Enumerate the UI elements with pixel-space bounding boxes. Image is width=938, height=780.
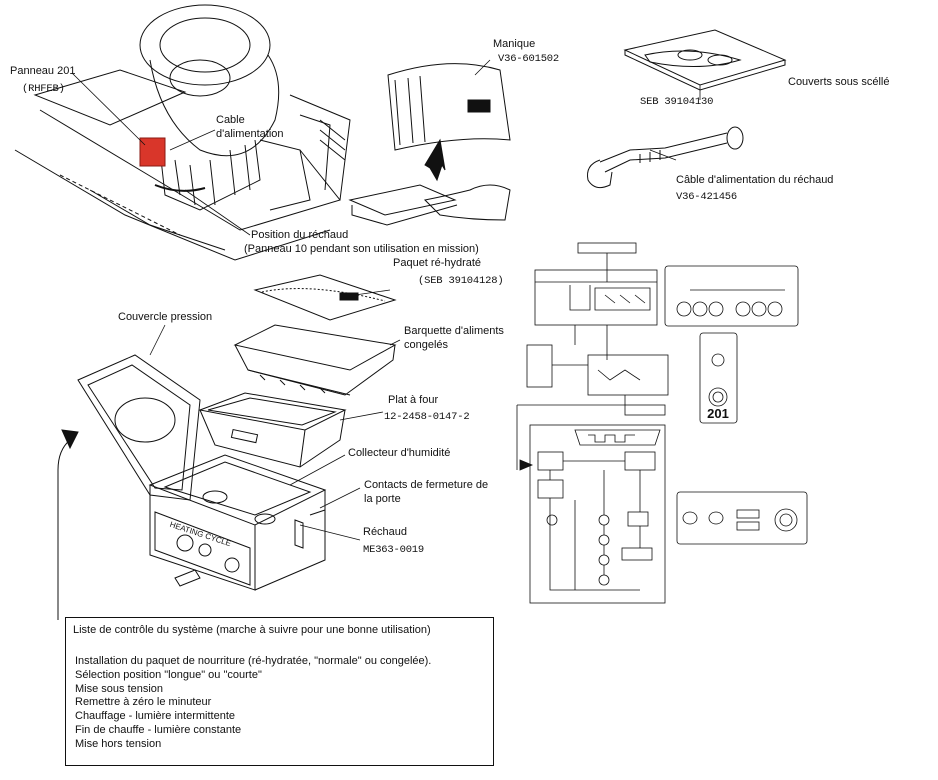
checklist-item: Remettre à zéro le minuteur xyxy=(75,696,212,709)
label-panneau-201: Panneau 201 xyxy=(10,65,76,77)
checklist-item: Chauffage - lumière intermittente xyxy=(75,710,235,723)
label-couvercle: Couvercle pression xyxy=(118,311,213,323)
label-contacts: Contacts de fermeture de la porte xyxy=(364,479,489,505)
leader-lines xyxy=(71,59,701,541)
checklist-title: Liste de contrôle du système (marche à s… xyxy=(73,624,431,636)
checklist-item: Sélection position "longue" ou "courte" xyxy=(75,668,262,681)
label-cable-rechaud: Câble d'alimentation du réchaud xyxy=(676,174,834,186)
label-plat-ref: 12-2458-0147-2 xyxy=(384,411,470,423)
system-checklist-box: Liste de contrôle du système (marche à s… xyxy=(65,617,494,766)
control-panel-drawing xyxy=(664,265,799,327)
label-rhfeb: (RHFEB) xyxy=(22,83,65,95)
checklist-item: Mise sous tension xyxy=(75,682,164,695)
checklist-items: Installation du paquet de nourriture (ré… xyxy=(75,655,431,752)
panel-201-drawing xyxy=(699,332,738,424)
heating-cycle-panel-drawing xyxy=(676,491,808,545)
oven-mitt-drawing xyxy=(348,63,511,226)
label-position-rechaud: Position du réchaud xyxy=(251,229,349,241)
cabin-drawing xyxy=(14,4,351,261)
label-rechaud-ref: ME363-0019 xyxy=(363,544,425,556)
sealed-utensils-drawing xyxy=(623,29,787,91)
checklist-item: Installation du paquet de nourriture (ré… xyxy=(75,655,432,667)
baking-dish-drawing xyxy=(198,392,347,468)
label-manique: Manique xyxy=(493,38,536,50)
label-paquet: Paquet ré-hydraté xyxy=(393,257,482,269)
electrical-schematic xyxy=(516,242,669,604)
label-couverts: Couverts sous scéllé xyxy=(788,76,890,88)
rehydrated-packet-drawing xyxy=(253,274,397,321)
label-cable-alimentation: Cable d'alimentation xyxy=(216,114,284,140)
panel-201-number: 201 xyxy=(707,406,729,421)
frozen-tray-drawing xyxy=(233,324,397,396)
label-couverts-ref: SEB 39104130 xyxy=(640,96,714,108)
label-plat: Plat à four xyxy=(388,394,439,406)
label-cable-rechaud-ref: V36-421456 xyxy=(676,191,738,203)
label-barquette: Barquette d'aliments congelés xyxy=(404,325,504,351)
label-rechaud: Réchaud xyxy=(363,526,408,538)
checklist-item: Mise hors tension xyxy=(75,737,162,750)
label-manique-ref: V36-601502 xyxy=(498,53,560,65)
label-position-rechaud-note: (Panneau 10 pendant son utilisation en m… xyxy=(244,243,479,255)
label-paquet-ref: (SEB 39104128) xyxy=(418,275,504,287)
label-collecteur: Collecteur d'humidité xyxy=(348,447,451,459)
warmer-cable-drawing xyxy=(587,126,744,189)
food-warmer-drawing xyxy=(57,354,327,620)
panel-201-highlight xyxy=(139,137,166,167)
checklist-item: Fin de chauffe - lumière constante xyxy=(75,723,242,736)
